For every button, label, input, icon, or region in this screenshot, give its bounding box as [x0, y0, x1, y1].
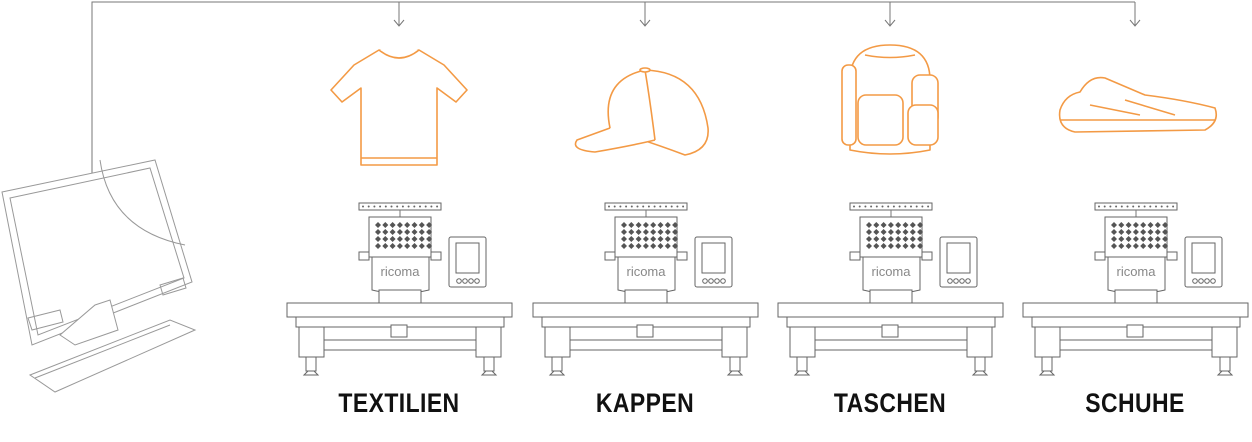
brand-logo: ricoma [1116, 264, 1156, 279]
arrow [393, 2, 405, 27]
embroidery-machine: ricoma [532, 202, 759, 376]
brand-logo: ricoma [380, 264, 420, 279]
category-column-kappen: ricoma [532, 67, 759, 376]
arrow [639, 2, 651, 27]
category-label: TEXTILIEN [338, 388, 460, 418]
cap-icon [574, 67, 709, 156]
arrow [1129, 2, 1141, 27]
connection-lines [91, 1, 1141, 195]
category-label: KAPPEN [595, 388, 695, 418]
shoe-icon [1058, 76, 1218, 133]
category-label: TASCHEN [833, 388, 947, 418]
category-column-textilien: ricoma [286, 49, 513, 376]
arrow [884, 2, 896, 27]
category-column-schuhe: ricoma [1022, 76, 1249, 376]
category-label: SCHUHE [1085, 388, 1185, 418]
brand-logo: ricoma [871, 264, 911, 279]
embroidery-machine: ricoma [777, 202, 1004, 376]
embroidery-machine: ricoma [286, 202, 513, 376]
embroidery-machine: ricoma [1022, 202, 1249, 376]
category-column-taschen: ricoma [777, 44, 1004, 376]
t-shirt-icon [330, 49, 468, 166]
backpack-icon [841, 44, 939, 155]
brand-logo: ricoma [626, 264, 666, 279]
computer-icon [1, 159, 197, 393]
